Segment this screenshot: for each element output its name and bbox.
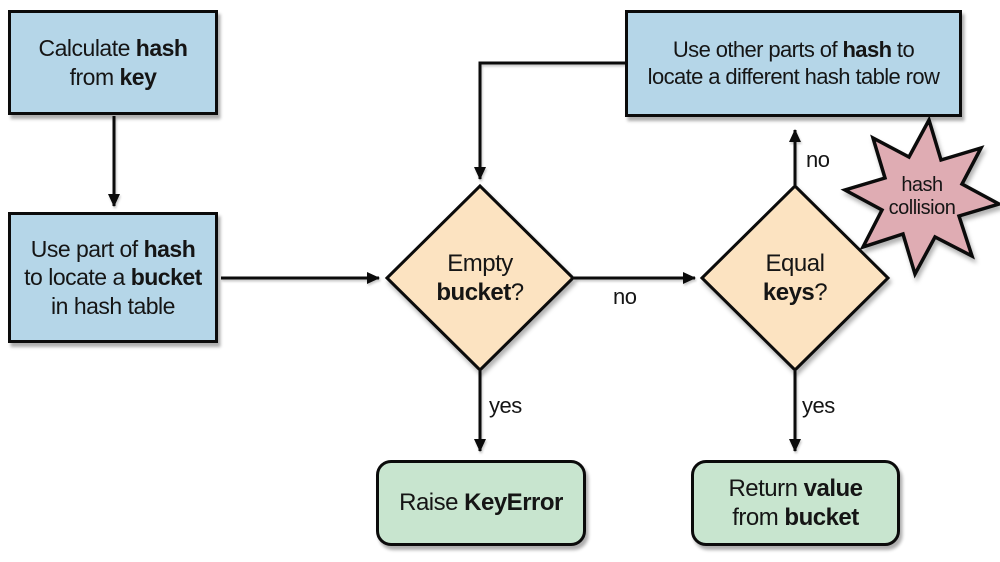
node-text-line: keys?: [762, 279, 828, 306]
node-text-line: from bucket: [732, 504, 859, 531]
node-text-line: Equal: [765, 249, 825, 277]
diamond-empty-bucket-label: Empty bucket?: [400, 230, 560, 326]
node-rehash: Use other parts of hash to locate a diff…: [625, 10, 962, 117]
diamond-equal-keys-label: Equal keys?: [715, 230, 875, 326]
node-text-line: bucket?: [436, 279, 524, 306]
node-text-line: in hash table: [51, 292, 175, 319]
node-text-line: to locate a bucket: [24, 264, 202, 291]
edge-label-empty-no: no: [613, 284, 637, 309]
edge-label-equal-yes: yes: [802, 393, 835, 418]
connector-rehash-to-empty: [474, 61, 625, 180]
node-return-value: Return value from bucket: [691, 460, 900, 546]
node-text-line: from key: [69, 63, 157, 90]
node-raise-keyerror: Raise KeyError: [376, 460, 586, 546]
node-locate-bucket: Use part of hash to locate a bucket in h…: [8, 212, 218, 343]
node-text-line: Use part of hash: [30, 236, 196, 263]
node-text-line: hash: [901, 174, 943, 196]
node-text-line: locate a different hash table row: [647, 63, 940, 89]
node-text-line: Raise KeyError: [399, 489, 563, 517]
edge-label-empty-yes: yes: [489, 393, 522, 418]
edge-group: [108, 61, 801, 452]
node-text-line: Return value: [728, 474, 863, 502]
star-hash-collision-label: hash collision: [852, 172, 992, 222]
diamond-empty-bucket: [384, 183, 576, 373]
edge-label-equal-no: no: [806, 147, 830, 172]
star-hash-collision: [840, 115, 1000, 279]
node-text-line: collision: [888, 197, 956, 219]
node-text-line: Calculate hash: [38, 35, 188, 62]
diamond-equal-keys: [699, 183, 891, 373]
node-text-line: Empty: [447, 249, 513, 277]
node-calculate-hash: Calculate hash from key: [8, 10, 218, 115]
node-text-line: Use other parts of hash to: [672, 36, 915, 62]
